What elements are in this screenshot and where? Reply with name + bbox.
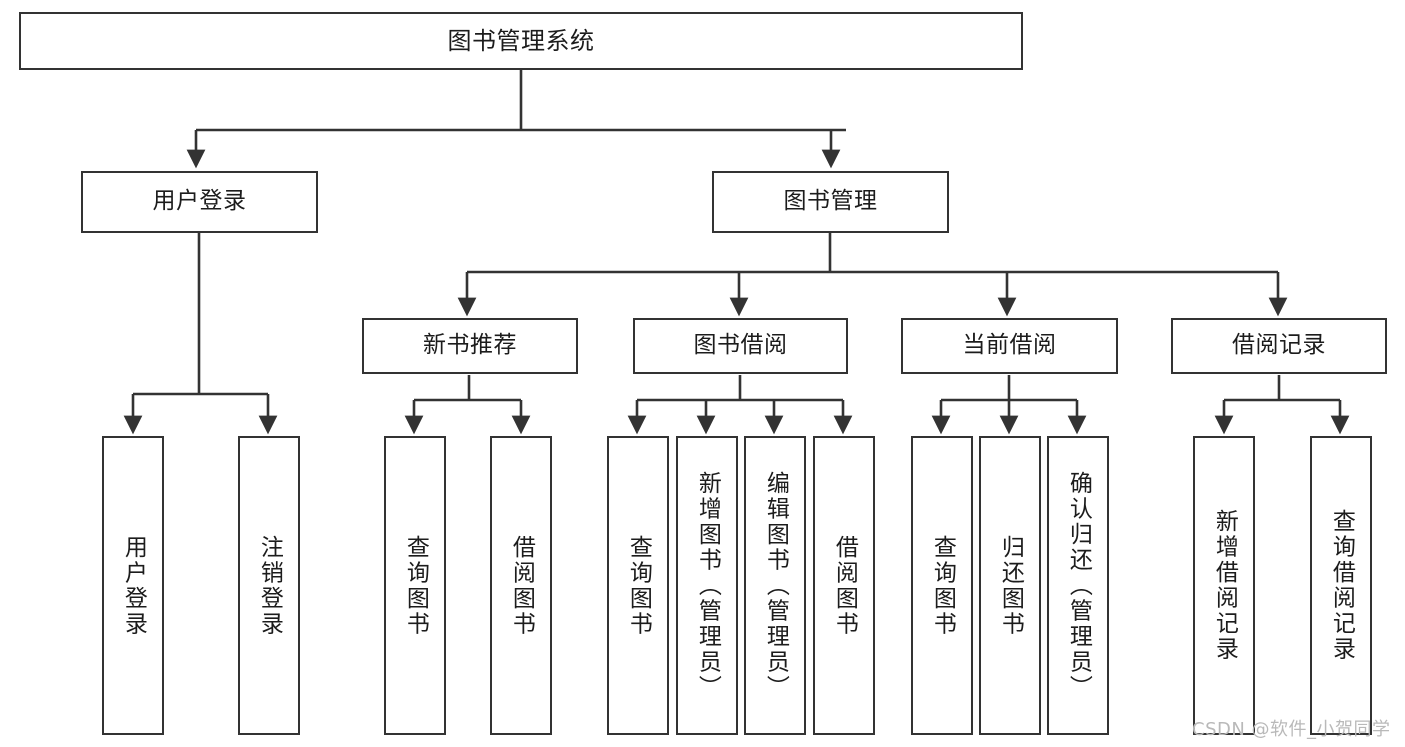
leaf-confirm-return[interactable]: 确认归还（管理员） [1047, 436, 1109, 735]
node-user-login[interactable]: 用户登录 [81, 171, 318, 233]
node-new-book-rec-label: 新书推荐 [423, 332, 517, 359]
leaf-user-login-label: 用户登录 [120, 534, 147, 637]
leaf-edit-book[interactable]: 编辑图书（管理员） [744, 436, 806, 735]
csdn-watermark: CSDN @软件_小贺同学 [1192, 719, 1391, 740]
node-current-borrow[interactable]: 当前借阅 [901, 318, 1118, 374]
leaf-borrow-book-1[interactable]: 借阅图书 [490, 436, 552, 735]
leaf-edit-book-label: 编辑图书（管理员） [762, 470, 789, 701]
leaf-user-login[interactable]: 用户登录 [102, 436, 164, 735]
node-current-borrow-label: 当前借阅 [962, 332, 1057, 359]
leaf-query-book-3[interactable]: 查询图书 [911, 436, 973, 735]
node-book-borrow[interactable]: 图书借阅 [633, 318, 848, 374]
node-root[interactable]: 图书管理系统 [19, 12, 1023, 70]
leaf-confirm-return-label: 确认归还（管理员） [1065, 470, 1092, 701]
leaf-borrow-book-1-label: 借阅图书 [508, 534, 535, 637]
leaf-query-record-label: 查询借阅记录 [1328, 509, 1355, 662]
node-borrow-record[interactable]: 借阅记录 [1171, 318, 1387, 374]
leaf-return-book[interactable]: 归还图书 [979, 436, 1041, 735]
leaf-query-record[interactable]: 查询借阅记录 [1310, 436, 1372, 735]
leaf-add-record-label: 新增借阅记录 [1211, 509, 1238, 662]
leaf-logout[interactable]: 注销登录 [238, 436, 300, 735]
leaf-query-book-2-label: 查询图书 [625, 534, 652, 637]
leaf-query-book-2[interactable]: 查询图书 [607, 436, 669, 735]
node-book-borrow-label: 图书借阅 [693, 332, 788, 359]
node-book-manage-label: 图书管理 [783, 188, 878, 215]
leaf-borrow-book-2[interactable]: 借阅图书 [813, 436, 875, 735]
leaf-borrow-book-2-label: 借阅图书 [831, 534, 858, 637]
leaf-logout-label: 注销登录 [256, 534, 283, 637]
node-user-login-label: 用户登录 [152, 188, 247, 215]
node-root-label: 图书管理系统 [447, 26, 595, 55]
node-borrow-record-label: 借阅记录 [1232, 332, 1326, 359]
leaf-query-book-1-label: 查询图书 [402, 534, 429, 637]
leaf-add-record[interactable]: 新增借阅记录 [1193, 436, 1255, 735]
node-book-manage[interactable]: 图书管理 [712, 171, 949, 233]
node-new-book-rec[interactable]: 新书推荐 [362, 318, 578, 374]
leaf-query-book-1[interactable]: 查询图书 [384, 436, 446, 735]
leaf-query-book-3-label: 查询图书 [929, 534, 956, 637]
leaf-return-book-label: 归还图书 [997, 534, 1024, 637]
leaf-add-book-label: 新增图书（管理员） [694, 470, 721, 701]
leaf-add-book[interactable]: 新增图书（管理员） [676, 436, 738, 735]
